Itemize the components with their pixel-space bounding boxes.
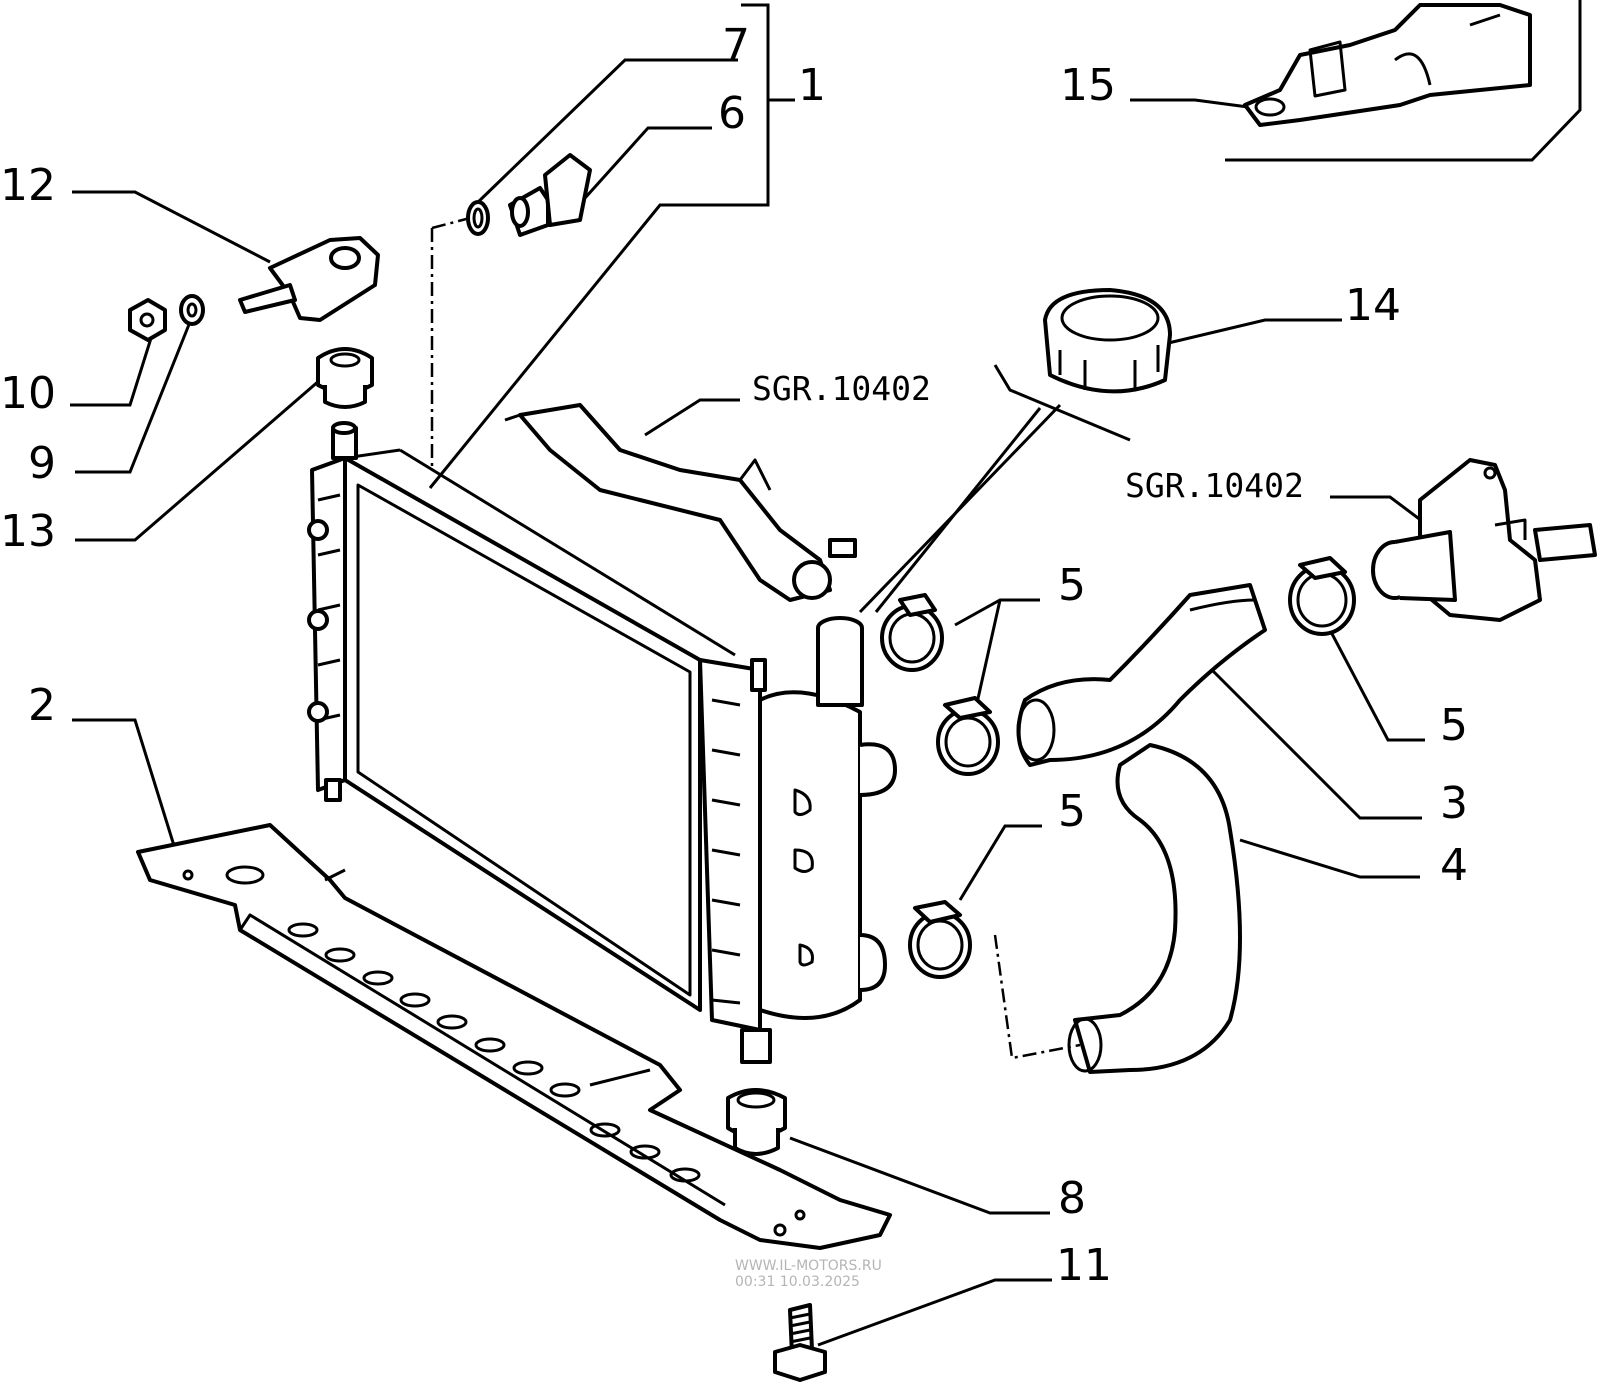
callout-12: 12 [0, 160, 56, 211]
drain-plug [508, 153, 592, 237]
bolt [773, 1303, 827, 1382]
callout-labels: 7 1 6 12 10 9 13 2 15 14 5 5 3 5 4 8 11 … [0, 20, 1468, 1291]
callout-1: 1 [798, 60, 826, 111]
washer [179, 294, 205, 326]
lower-support-bracket [136, 823, 892, 1250]
watermark-date: 00:31 10.03.2025 [735, 1274, 860, 1290]
callout-11: 11 [1056, 1240, 1112, 1291]
callout-15: 15 [1060, 60, 1116, 111]
callout-5-upper: 5 [1058, 560, 1086, 611]
callout-10: 10 [0, 368, 56, 419]
radiator [307, 421, 897, 1064]
ref-code-upper: SGR.10402 [752, 369, 931, 408]
hose-lower [1067, 743, 1242, 1074]
nut [128, 298, 167, 342]
hose-clamp-4 [908, 900, 972, 979]
callout-14: 14 [1345, 280, 1401, 331]
hose-clamp-1 [880, 593, 944, 672]
hose-upper [1016, 583, 1267, 767]
callout-5-lower: 5 [1058, 786, 1086, 837]
hose-clamp-3 [1288, 556, 1356, 636]
ref-code-lower: SGR.10402 [1125, 466, 1304, 505]
rubber-mount-upper [316, 347, 374, 409]
hose-clamp-2 [936, 696, 1000, 776]
mounting-bracket-stud [238, 236, 380, 322]
callout-8: 8 [1058, 1173, 1086, 1224]
o-ring [466, 200, 490, 236]
rubber-mount-lower [726, 1088, 787, 1156]
coolant-pipe-upper [504, 403, 857, 602]
upper-bracket [1243, 3, 1532, 127]
callout-9: 9 [28, 438, 56, 489]
filler-cap [1043, 288, 1172, 394]
callout-7: 7 [722, 20, 750, 71]
thermostat-housing [1371, 458, 1597, 622]
watermark-site: WWW.IL-MOTORS.RU [735, 1258, 882, 1274]
callout-4: 4 [1440, 840, 1468, 891]
callout-6: 6 [718, 88, 746, 139]
callout-3: 3 [1440, 778, 1468, 829]
callout-2: 2 [28, 680, 56, 731]
callout-13: 13 [0, 506, 56, 557]
callout-5-right: 5 [1440, 700, 1468, 751]
